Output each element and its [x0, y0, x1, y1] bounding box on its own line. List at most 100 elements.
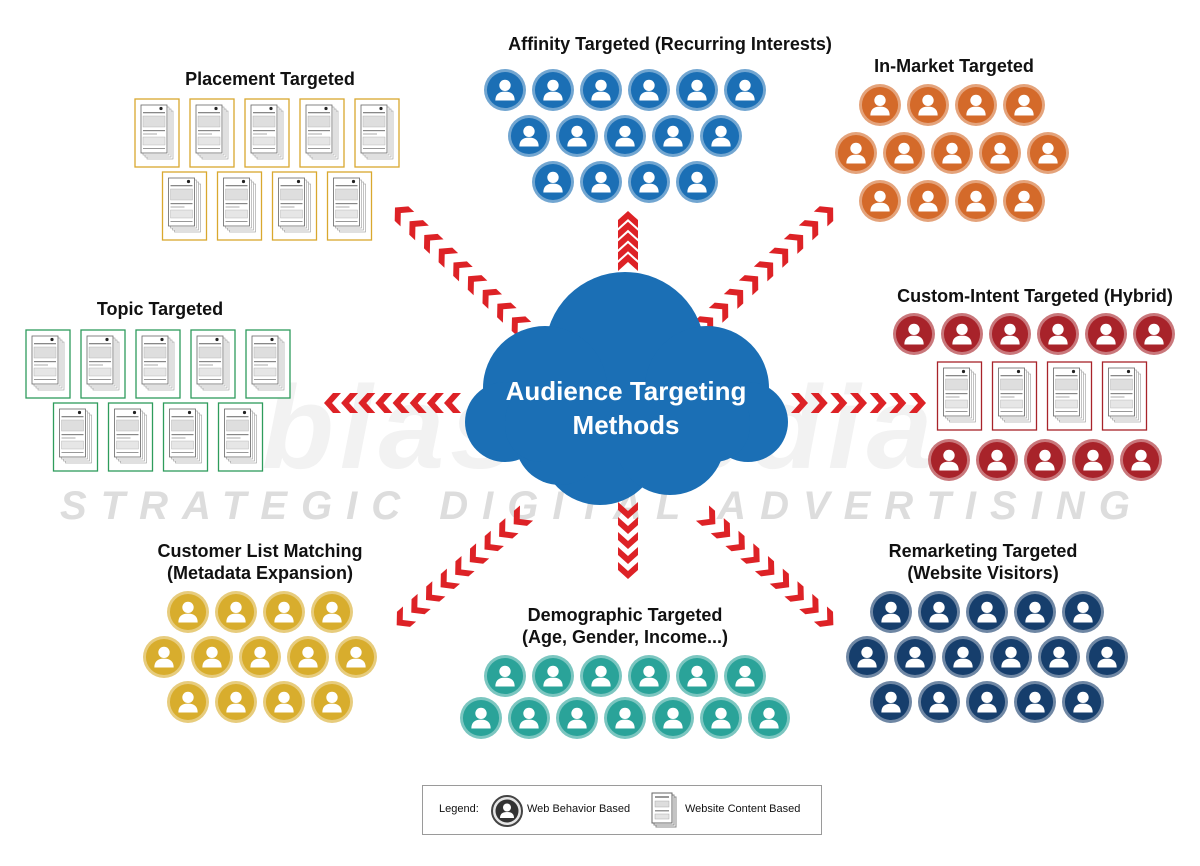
arrow-chevron	[618, 254, 638, 271]
arrow-chevron	[411, 593, 431, 615]
person-icon	[1003, 84, 1045, 126]
person-icon	[167, 681, 209, 723]
person-icon	[676, 161, 718, 203]
person-icon	[1014, 591, 1056, 633]
person-icon	[604, 115, 646, 157]
person-icon	[1085, 313, 1127, 355]
person-icon	[1086, 636, 1128, 678]
person-icon	[508, 697, 550, 739]
arrow-chevron	[618, 547, 638, 564]
person-icon	[508, 115, 550, 157]
person-icon	[1014, 681, 1056, 723]
web-page-icon	[217, 402, 264, 472]
arrow-chevron	[810, 393, 828, 413]
person-icon	[979, 132, 1021, 174]
arrow-chevron	[618, 243, 638, 261]
arrow-chevron	[769, 568, 790, 589]
person-icon	[652, 115, 694, 157]
person-icon	[700, 697, 742, 739]
web-page-icon	[135, 329, 181, 399]
arrow-chevron	[740, 543, 760, 564]
legend-pages-label: Website Content Based	[685, 803, 801, 815]
arrow-chevron	[695, 505, 716, 526]
person-icon	[1037, 313, 1079, 355]
person-icon	[1024, 439, 1066, 481]
legend-label: Legend:	[439, 803, 479, 815]
arrow-chevron	[423, 233, 444, 254]
arrow-chevron	[618, 532, 638, 549]
person-icon	[941, 313, 983, 355]
arrow-chevron	[813, 206, 834, 227]
web-page-icon	[25, 329, 71, 399]
arrow-chevron	[425, 581, 446, 602]
person-icon	[1038, 636, 1080, 678]
web-page-icon	[354, 98, 400, 168]
arrow-chevron	[618, 232, 638, 250]
person-icon	[628, 161, 670, 203]
arrow-chevron	[869, 393, 887, 413]
arrow-chevron	[453, 261, 473, 282]
arrow-up-right	[693, 206, 834, 337]
group-title-remarketing: Remarketing Targeted (Website Visitors)	[833, 540, 1133, 584]
group-title-in-market: In-Market Targeted	[874, 56, 1034, 76]
web-page-icon	[271, 171, 318, 241]
person-icon	[928, 439, 970, 481]
group-subtitle-demographic: (Age, Gender, Income...)	[521, 627, 729, 647]
arrow-chevron	[497, 302, 517, 323]
web-page-icon	[216, 171, 263, 241]
center-label: Audience Targeting Methods	[466, 374, 786, 442]
arrow-chevron	[850, 393, 867, 413]
arrow-chevron	[710, 518, 731, 539]
arrow-chevron	[784, 581, 804, 602]
person-icon	[1133, 313, 1175, 355]
person-icon	[724, 69, 766, 111]
person-icon	[532, 69, 574, 111]
person-icon	[311, 681, 353, 723]
arrow-chevron	[467, 275, 488, 296]
person-icon	[1120, 439, 1162, 481]
person-icon	[894, 636, 936, 678]
person-icon	[167, 591, 209, 633]
person-icon	[955, 84, 997, 126]
arrow-left	[324, 393, 461, 413]
person-icon	[239, 636, 281, 678]
person-icon	[893, 313, 935, 355]
person-icon	[724, 655, 766, 697]
web-page-icon	[936, 361, 983, 431]
arrow-chevron	[618, 562, 638, 579]
arrow-chevron	[618, 502, 638, 519]
person-icon	[918, 681, 960, 723]
web-page-icon	[161, 171, 208, 241]
person-icon	[846, 636, 888, 678]
arrow-chevron	[783, 233, 804, 254]
arrow-chevron	[618, 211, 638, 228]
arrow-chevron	[438, 247, 459, 268]
arrow-chevron	[791, 393, 808, 413]
arrow-chevron	[909, 393, 926, 413]
person-icon	[287, 636, 329, 678]
person-icon	[966, 591, 1008, 633]
group-title-custom-intent: Custom-Intent Targeted (Hybrid)	[897, 286, 1173, 306]
arrow-chevron	[618, 517, 638, 534]
arrow-chevron	[813, 606, 834, 627]
person-icon	[990, 636, 1032, 678]
arrow-down-right	[695, 505, 834, 627]
arrow-chevron	[440, 568, 460, 589]
arrow-up	[618, 211, 638, 271]
person-icon	[748, 697, 790, 739]
center-label-line-2: Methods	[572, 410, 680, 440]
arrow-chevron	[484, 530, 504, 552]
web-page-icon	[299, 98, 345, 168]
arrow-chevron	[830, 393, 848, 413]
person-icon	[859, 84, 901, 126]
web-page-icon	[80, 329, 126, 399]
person-icon	[580, 69, 622, 111]
person-icon	[460, 697, 502, 739]
person-icon	[976, 439, 1018, 481]
person-icon	[942, 636, 984, 678]
person-icon	[628, 655, 670, 697]
group-title-demographic: Demographic Targeted (Age, Gender, Incom…	[475, 604, 775, 648]
legend: Legend: Web Behavior Based Website Conte…	[422, 785, 822, 835]
arrow-chevron	[394, 206, 415, 227]
